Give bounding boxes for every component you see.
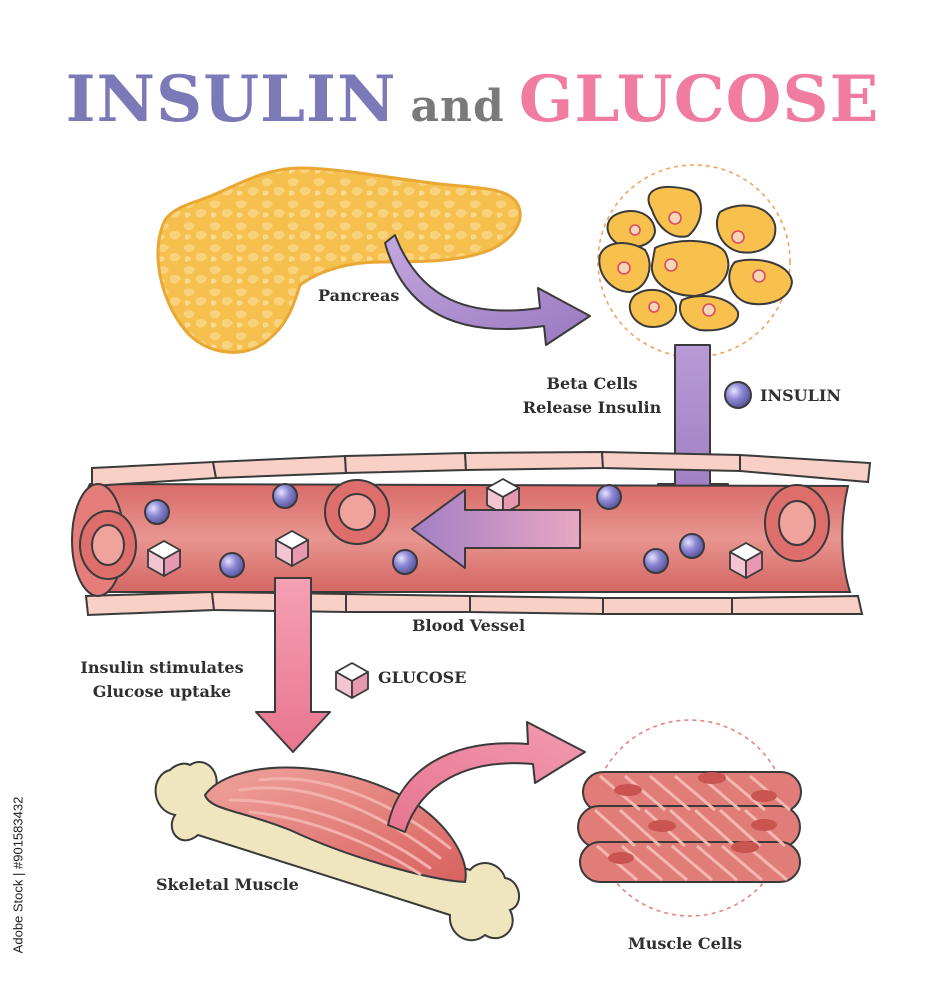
muscle-cells [577, 771, 802, 883]
glucose-legend-icon [335, 662, 369, 699]
beta-cells-zoom-circle [597, 164, 791, 358]
pancreas-organ [156, 166, 522, 354]
glucose-molecules [147, 478, 763, 579]
title-and: and [410, 81, 505, 132]
diagram-title: INSULIN and GLUCOSE [0, 62, 945, 137]
stock-id-text: Adobe Stock | #901583432 [10, 796, 26, 954]
glucose-uptake-arrow [255, 577, 331, 753]
insulin-legend-icon [724, 381, 752, 409]
beta-cell-cluster [598, 185, 794, 332]
muscle-to-cells-arrow [387, 721, 586, 833]
red-blood-cells [79, 479, 830, 580]
label-beta-cells-line2: Release Insulin [522, 398, 662, 417]
label-insulin-legend: INSULIN [760, 386, 841, 405]
blood-flow-arrow [411, 489, 581, 569]
label-stimulates-line1: Insulin stimulates [80, 658, 244, 677]
insulin-molecules [144, 483, 705, 578]
label-blood-vessel: Blood Vessel [412, 616, 526, 635]
stock-id-watermark: Adobe Stock | #901583432 [6, 755, 30, 995]
label-muscle-cells: Muscle Cells [628, 934, 742, 953]
label-beta-cells-line1: Beta Cells [546, 374, 638, 393]
beta-cell-nuclei [617, 211, 766, 317]
label-glucose-legend: GLUCOSE [378, 668, 467, 687]
pancreas-to-beta-arrow [384, 234, 591, 346]
label-pancreas: Pancreas [318, 286, 400, 305]
label-skeletal-muscle: Skeletal Muscle [156, 875, 299, 894]
label-stimulates-line2: Glucose uptake [92, 682, 232, 701]
title-insulin: INSULIN [65, 62, 397, 137]
title-glucose: GLUCOSE [518, 62, 880, 137]
